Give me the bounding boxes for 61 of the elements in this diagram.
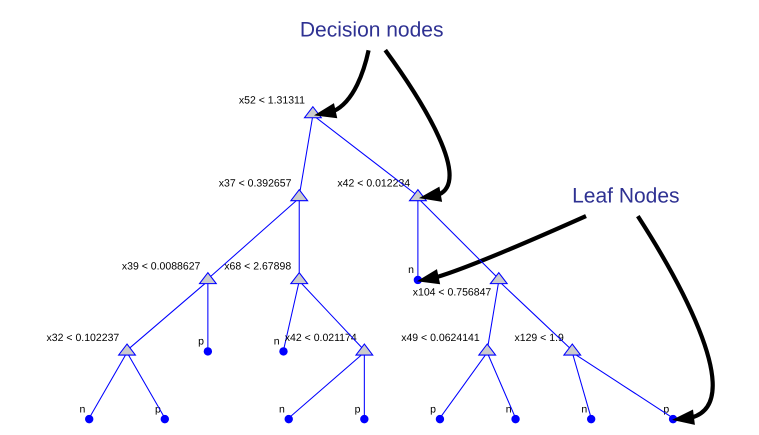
node-circle [203,347,212,356]
node-triangle [302,106,322,118]
node-circle [284,414,292,424]
node-triangle [477,343,496,356]
connector [572,355,590,416]
node-label: x52 < 1.31311 [238,94,304,107]
node-triangle [289,272,308,284]
node-triangle [198,272,217,284]
node-label: x39 < 0.0088627 [121,260,200,272]
node-label: n [505,403,512,416]
connector [487,284,498,345]
node-label: n [408,264,414,276]
node-label: n [273,336,280,348]
arrow [416,214,586,284]
node-label: n [580,403,587,416]
node-circle [668,414,677,424]
node-circle [510,414,520,424]
node-text: Decision nodes [299,18,443,42]
connector [487,355,514,416]
node-triangle [408,188,427,202]
node-label: p [430,403,436,416]
node-triangle [354,343,374,356]
node-label: p [354,403,360,416]
node-label: n [78,403,85,416]
node-label: p [662,403,669,416]
node-triangle [289,188,308,202]
connector [363,355,364,416]
node-label: x37 < 0.392657 [218,178,291,190]
connector [206,284,208,348]
node-triangle [562,343,582,356]
node-circle [160,414,169,424]
node-triangle [117,343,136,356]
node-circle [360,414,368,424]
node-circle [413,276,422,284]
connector [316,117,415,194]
node-triangle [488,272,508,284]
node-label: n [278,403,284,416]
node-label: x68 < 2.67898 [224,260,291,272]
connector [90,355,126,416]
node-circle [586,414,595,424]
connector [298,200,300,272]
connector [129,283,205,348]
connector [440,354,486,416]
node-circle [278,347,288,356]
node-label: x32 < 0.102237 [46,332,119,344]
node-circle [435,414,444,424]
connector [500,283,570,348]
arrow [314,50,370,118]
node-circle [84,414,93,424]
node-label: x104 < 0.756847 [412,286,491,299]
connector [128,355,164,416]
node-label: x49 < 0.0624141 [400,332,480,344]
connector [283,284,299,348]
connector [420,200,496,277]
connector [416,200,418,276]
connector [299,118,312,191]
node-label: p [198,336,204,348]
node-text: Leaf Nodes [572,184,680,208]
connector [576,354,670,417]
connector [290,354,361,416]
connector [210,200,296,277]
